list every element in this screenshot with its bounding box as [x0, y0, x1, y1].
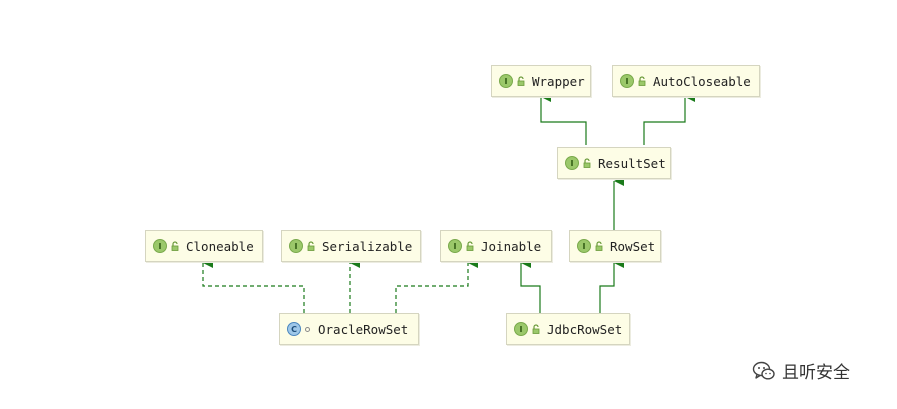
node-jdbcrowset[interactable]: I JdbcRowSet [506, 313, 630, 345]
node-cloneable[interactable]: I Cloneable [145, 230, 263, 262]
node-label: Wrapper [532, 73, 585, 89]
node-label: Cloneable [186, 238, 254, 254]
class-badge-icon: C [287, 322, 301, 336]
lock-icon [583, 158, 591, 168]
edge-jdbcrowset-joinable [520, 258, 541, 313]
edge-oraclerowset-cloneable [202, 258, 305, 313]
watermark-text: 且听安全 [782, 363, 850, 383]
node-label: RowSet [610, 238, 656, 254]
edge-oraclerowset-joinable [395, 258, 478, 313]
watermark: 且听安全 [752, 358, 850, 383]
node-autocloseable[interactable]: I AutoCloseable [612, 65, 760, 97]
interface-badge-icon: I [565, 156, 579, 170]
lock-icon [307, 241, 315, 251]
lock-icon [171, 241, 179, 251]
node-label: Serializable [322, 238, 413, 254]
lock-icon [595, 241, 603, 251]
node-joinable[interactable]: I Joinable [440, 230, 552, 262]
wechat-icon [752, 361, 775, 380]
interface-badge-icon: I [289, 239, 303, 253]
interface-badge-icon: I [499, 74, 513, 88]
node-rowset[interactable]: I RowSet [569, 230, 661, 262]
interface-badge-icon: I [514, 322, 528, 336]
node-oraclerowset[interactable]: C OracleRowSet [279, 313, 419, 345]
interface-badge-icon: I [153, 239, 167, 253]
lock-icon [638, 76, 646, 86]
node-label: JdbcRowSet [547, 321, 623, 337]
node-resultset[interactable]: I ResultSet [557, 147, 671, 179]
node-label: Joinable [481, 238, 542, 254]
interface-badge-icon: I [577, 239, 591, 253]
lock-icon [517, 76, 525, 86]
node-label: ResultSet [598, 155, 666, 171]
lock-icon [532, 324, 540, 334]
package-private-icon [305, 326, 310, 332]
interface-badge-icon: I [620, 74, 634, 88]
edge-resultset-wrapper [540, 92, 587, 145]
node-label: OracleRowSet [318, 321, 409, 337]
edge-resultset-autocloseable [643, 92, 695, 145]
edge-jdbcrowset-rowset [599, 258, 624, 313]
node-label: AutoCloseable [653, 73, 751, 89]
node-serializable[interactable]: I Serializable [281, 230, 421, 262]
lock-icon [466, 241, 474, 251]
interface-badge-icon: I [448, 239, 462, 253]
node-wrapper[interactable]: I Wrapper [491, 65, 591, 97]
